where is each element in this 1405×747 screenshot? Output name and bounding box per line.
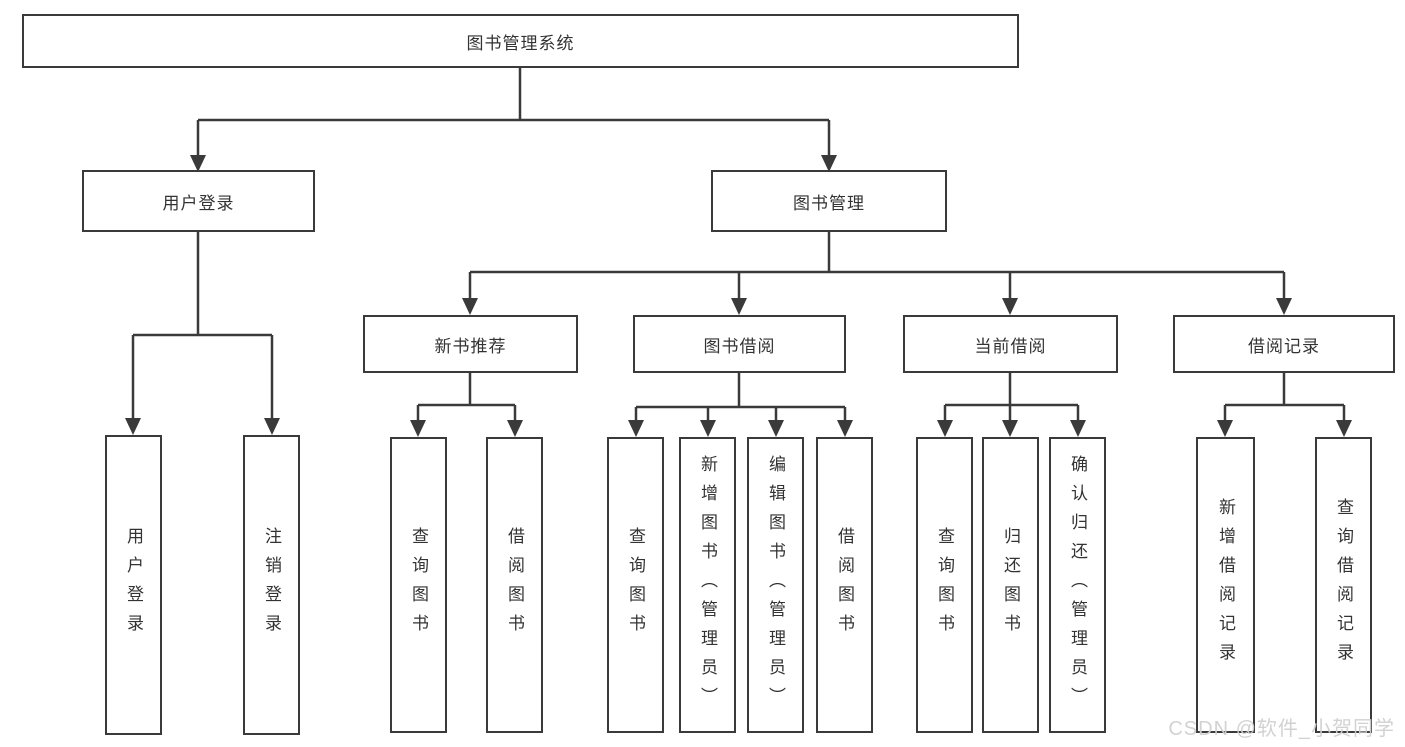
node-leaf-return-book: 归还图书 (982, 437, 1039, 733)
node-borrow-records: 借阅记录 (1173, 315, 1395, 373)
node-leaf-user-login: 用户登录 (105, 435, 162, 735)
node-leaf-add-borrow-record: 新增借阅记录 (1196, 437, 1255, 733)
node-leaf-borrow-book: 借阅图书 (816, 437, 873, 733)
connector-book-management-to-level3 (462, 232, 1292, 315)
node-leaf-query-borrow-record: 查询借阅记录 (1315, 437, 1372, 733)
node-leaf-query-book-borrow: 查询图书 (607, 437, 664, 733)
node-leaf-add-book-admin: 新增图书（管理员） (679, 437, 736, 733)
node-leaf-query-book-recommend: 查询图书 (390, 437, 447, 733)
node-leaf-logout: 注销登录 (243, 435, 300, 735)
connector-new-book-to-leaves (410, 373, 523, 437)
node-leaf-borrow-book-recommend: 借阅图书 (486, 437, 543, 733)
connector-current-borrow-to-leaves (937, 373, 1086, 437)
node-current-borrow: 当前借阅 (903, 315, 1118, 373)
node-book-management: 图书管理 (711, 170, 947, 232)
node-leaf-edit-book-admin: 编辑图书（管理员） (747, 437, 804, 733)
connector-book-borrow-to-leaves (628, 373, 853, 437)
node-root-system: 图书管理系统 (22, 14, 1019, 68)
node-leaf-confirm-return-admin: 确认归还（管理员） (1049, 437, 1106, 733)
connector-user-login-to-leaves (125, 232, 280, 435)
node-new-book-recommend: 新书推荐 (363, 315, 578, 373)
connector-borrow-records-to-leaves (1217, 373, 1352, 437)
connector-root-to-level2 (190, 68, 837, 172)
node-book-borrow: 图书借阅 (633, 315, 846, 373)
node-leaf-query-book-current: 查询图书 (916, 437, 973, 733)
node-user-login: 用户登录 (82, 170, 315, 232)
